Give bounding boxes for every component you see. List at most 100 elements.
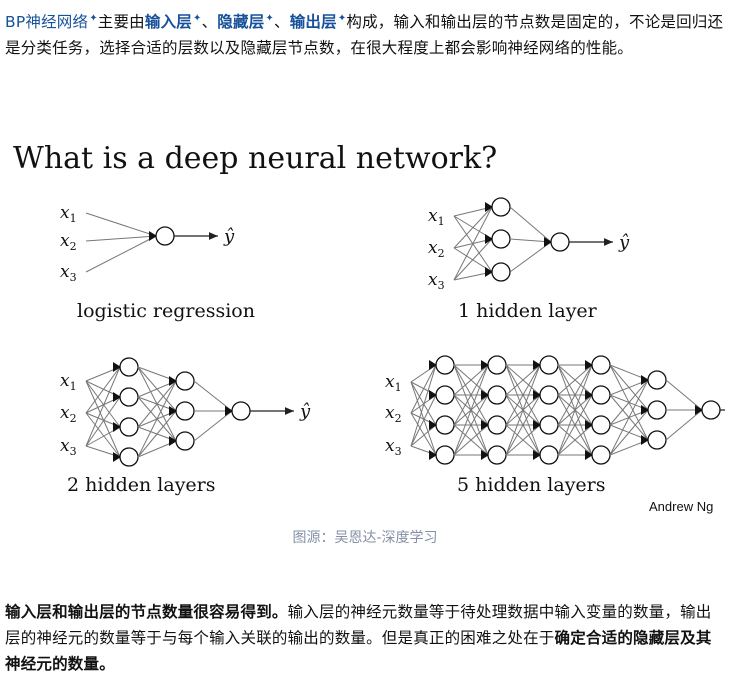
connection-line	[410, 412, 437, 456]
hidden-node	[175, 431, 195, 451]
input-label: x3	[60, 262, 77, 284]
hidden-node	[175, 401, 195, 421]
link-star-icon: ✦	[89, 13, 98, 24]
connection-line	[453, 364, 489, 456]
input-arrow-mark	[481, 360, 489, 370]
input-label: x1	[428, 206, 445, 228]
input-arrow-mark	[641, 405, 649, 415]
connection-line	[85, 366, 121, 447]
output-node	[550, 232, 570, 252]
input-arrow-mark	[533, 420, 541, 430]
input-arrow-mark	[429, 450, 437, 460]
hidden-node	[591, 355, 611, 375]
connection-line	[505, 394, 541, 456]
input-arrow-mark	[585, 360, 593, 370]
hidden-node	[435, 355, 455, 375]
hidden-node	[491, 262, 511, 282]
hidden-node	[647, 400, 667, 420]
input-arrow-mark	[585, 390, 593, 400]
body-paragraph: 输入层和输出层的节点数量很容易得到。输入层的神经元数量等于待处理数据中输入变量的…	[5, 599, 725, 677]
input-arrow-mark	[225, 406, 233, 416]
link-star-icon: ✦	[193, 13, 202, 24]
output-label: ŷ	[299, 401, 311, 422]
input-label: x2	[428, 238, 445, 260]
hidden-node	[591, 415, 611, 435]
input-arrow-mark	[641, 435, 649, 445]
input-arrow-mark	[169, 376, 177, 386]
input-label: x3	[428, 270, 445, 292]
connection-line	[453, 424, 489, 456]
connection-line	[137, 396, 177, 442]
connection-line	[505, 424, 541, 456]
separator: 、	[201, 13, 218, 32]
input-arrow-mark	[113, 422, 121, 432]
figure-caption: 图源：吴恩达-深度学习	[292, 530, 438, 546]
connection-line	[85, 235, 157, 273]
connection-line	[137, 366, 177, 442]
network-caption: 5 hidden layers	[457, 474, 606, 496]
hidden-node	[539, 355, 559, 375]
input-arrow-mark	[169, 436, 177, 446]
hidden-node	[487, 385, 507, 405]
input-arrow-mark	[544, 237, 552, 247]
input-layer-link[interactable]: 输入层✦	[144, 13, 202, 32]
connection-line	[410, 381, 437, 456]
hidden-node	[119, 417, 139, 437]
hidden-node	[119, 357, 139, 377]
connection-line	[410, 394, 437, 447]
connection-line	[665, 379, 703, 411]
input-label: x1	[385, 372, 402, 394]
connection-line	[453, 364, 489, 396]
bp-network-link[interactable]: BP神经网络✦	[5, 13, 98, 32]
connection-line	[609, 364, 649, 441]
hidden-node	[591, 445, 611, 465]
input-label: x3	[385, 436, 402, 458]
hidden-node	[435, 385, 455, 405]
bold-text: 确定合适的隐藏层及其神经元的数量。	[5, 629, 712, 673]
hidden-node	[487, 415, 507, 435]
input-arrow-mark	[533, 360, 541, 370]
input-label: x2	[385, 403, 402, 425]
output-label: ŷ	[618, 232, 630, 253]
connection-line	[609, 394, 649, 441]
input-label: x2	[60, 231, 77, 253]
connection-line	[85, 412, 121, 458]
hidden-node	[175, 371, 195, 391]
intro-text: 构成，输入和输出层的节点数是固定的，不论是回归还是分类任务，选择合适的层数以及隐…	[5, 13, 724, 58]
output-label: ŷ	[223, 226, 235, 247]
intro-paragraph: BP神经网络✦主要由输入层✦、隐藏层✦、输出层✦构成，输入和输出层的节点数是固定…	[5, 6, 725, 61]
connection-line	[505, 364, 541, 396]
output-node	[231, 401, 251, 421]
network-caption: 2 hidden layers	[67, 474, 216, 496]
input-arrow-mark	[533, 390, 541, 400]
connection-line	[410, 424, 437, 447]
connection-line	[453, 364, 489, 426]
hidden-node	[435, 415, 455, 435]
link-star-icon: ✦	[265, 13, 274, 24]
body-text: 输入层的神经元数量等于待处理数据中输入变量的数量，输出层的神经元的数量等于与每个…	[5, 603, 712, 647]
input-arrow-mark	[533, 450, 541, 460]
hidden-node	[591, 385, 611, 405]
connection-line	[85, 380, 121, 428]
connection-line	[193, 380, 233, 412]
input-label: x3	[60, 436, 77, 458]
output-node	[701, 400, 721, 420]
connection-line	[609, 364, 649, 411]
connection-line	[85, 380, 121, 458]
hidden-layer-link[interactable]: 隐藏层✦	[217, 13, 274, 32]
connection-line	[557, 394, 593, 456]
connection-line	[453, 394, 489, 456]
output-layer-link[interactable]: 输出层✦	[289, 13, 347, 32]
hidden-node	[647, 370, 667, 390]
hidden-node	[539, 415, 559, 435]
input-arrow-mark	[113, 452, 121, 462]
connection-line	[410, 381, 437, 426]
link-star-icon: ✦	[337, 13, 347, 24]
input-arrow-mark	[113, 392, 121, 402]
hidden-node	[119, 447, 139, 467]
input-arrow-mark	[695, 405, 703, 415]
hidden-node	[539, 445, 559, 465]
input-arrow-mark	[429, 390, 437, 400]
hidden-node	[491, 229, 511, 249]
network-caption: 1 hidden layer	[458, 300, 598, 322]
